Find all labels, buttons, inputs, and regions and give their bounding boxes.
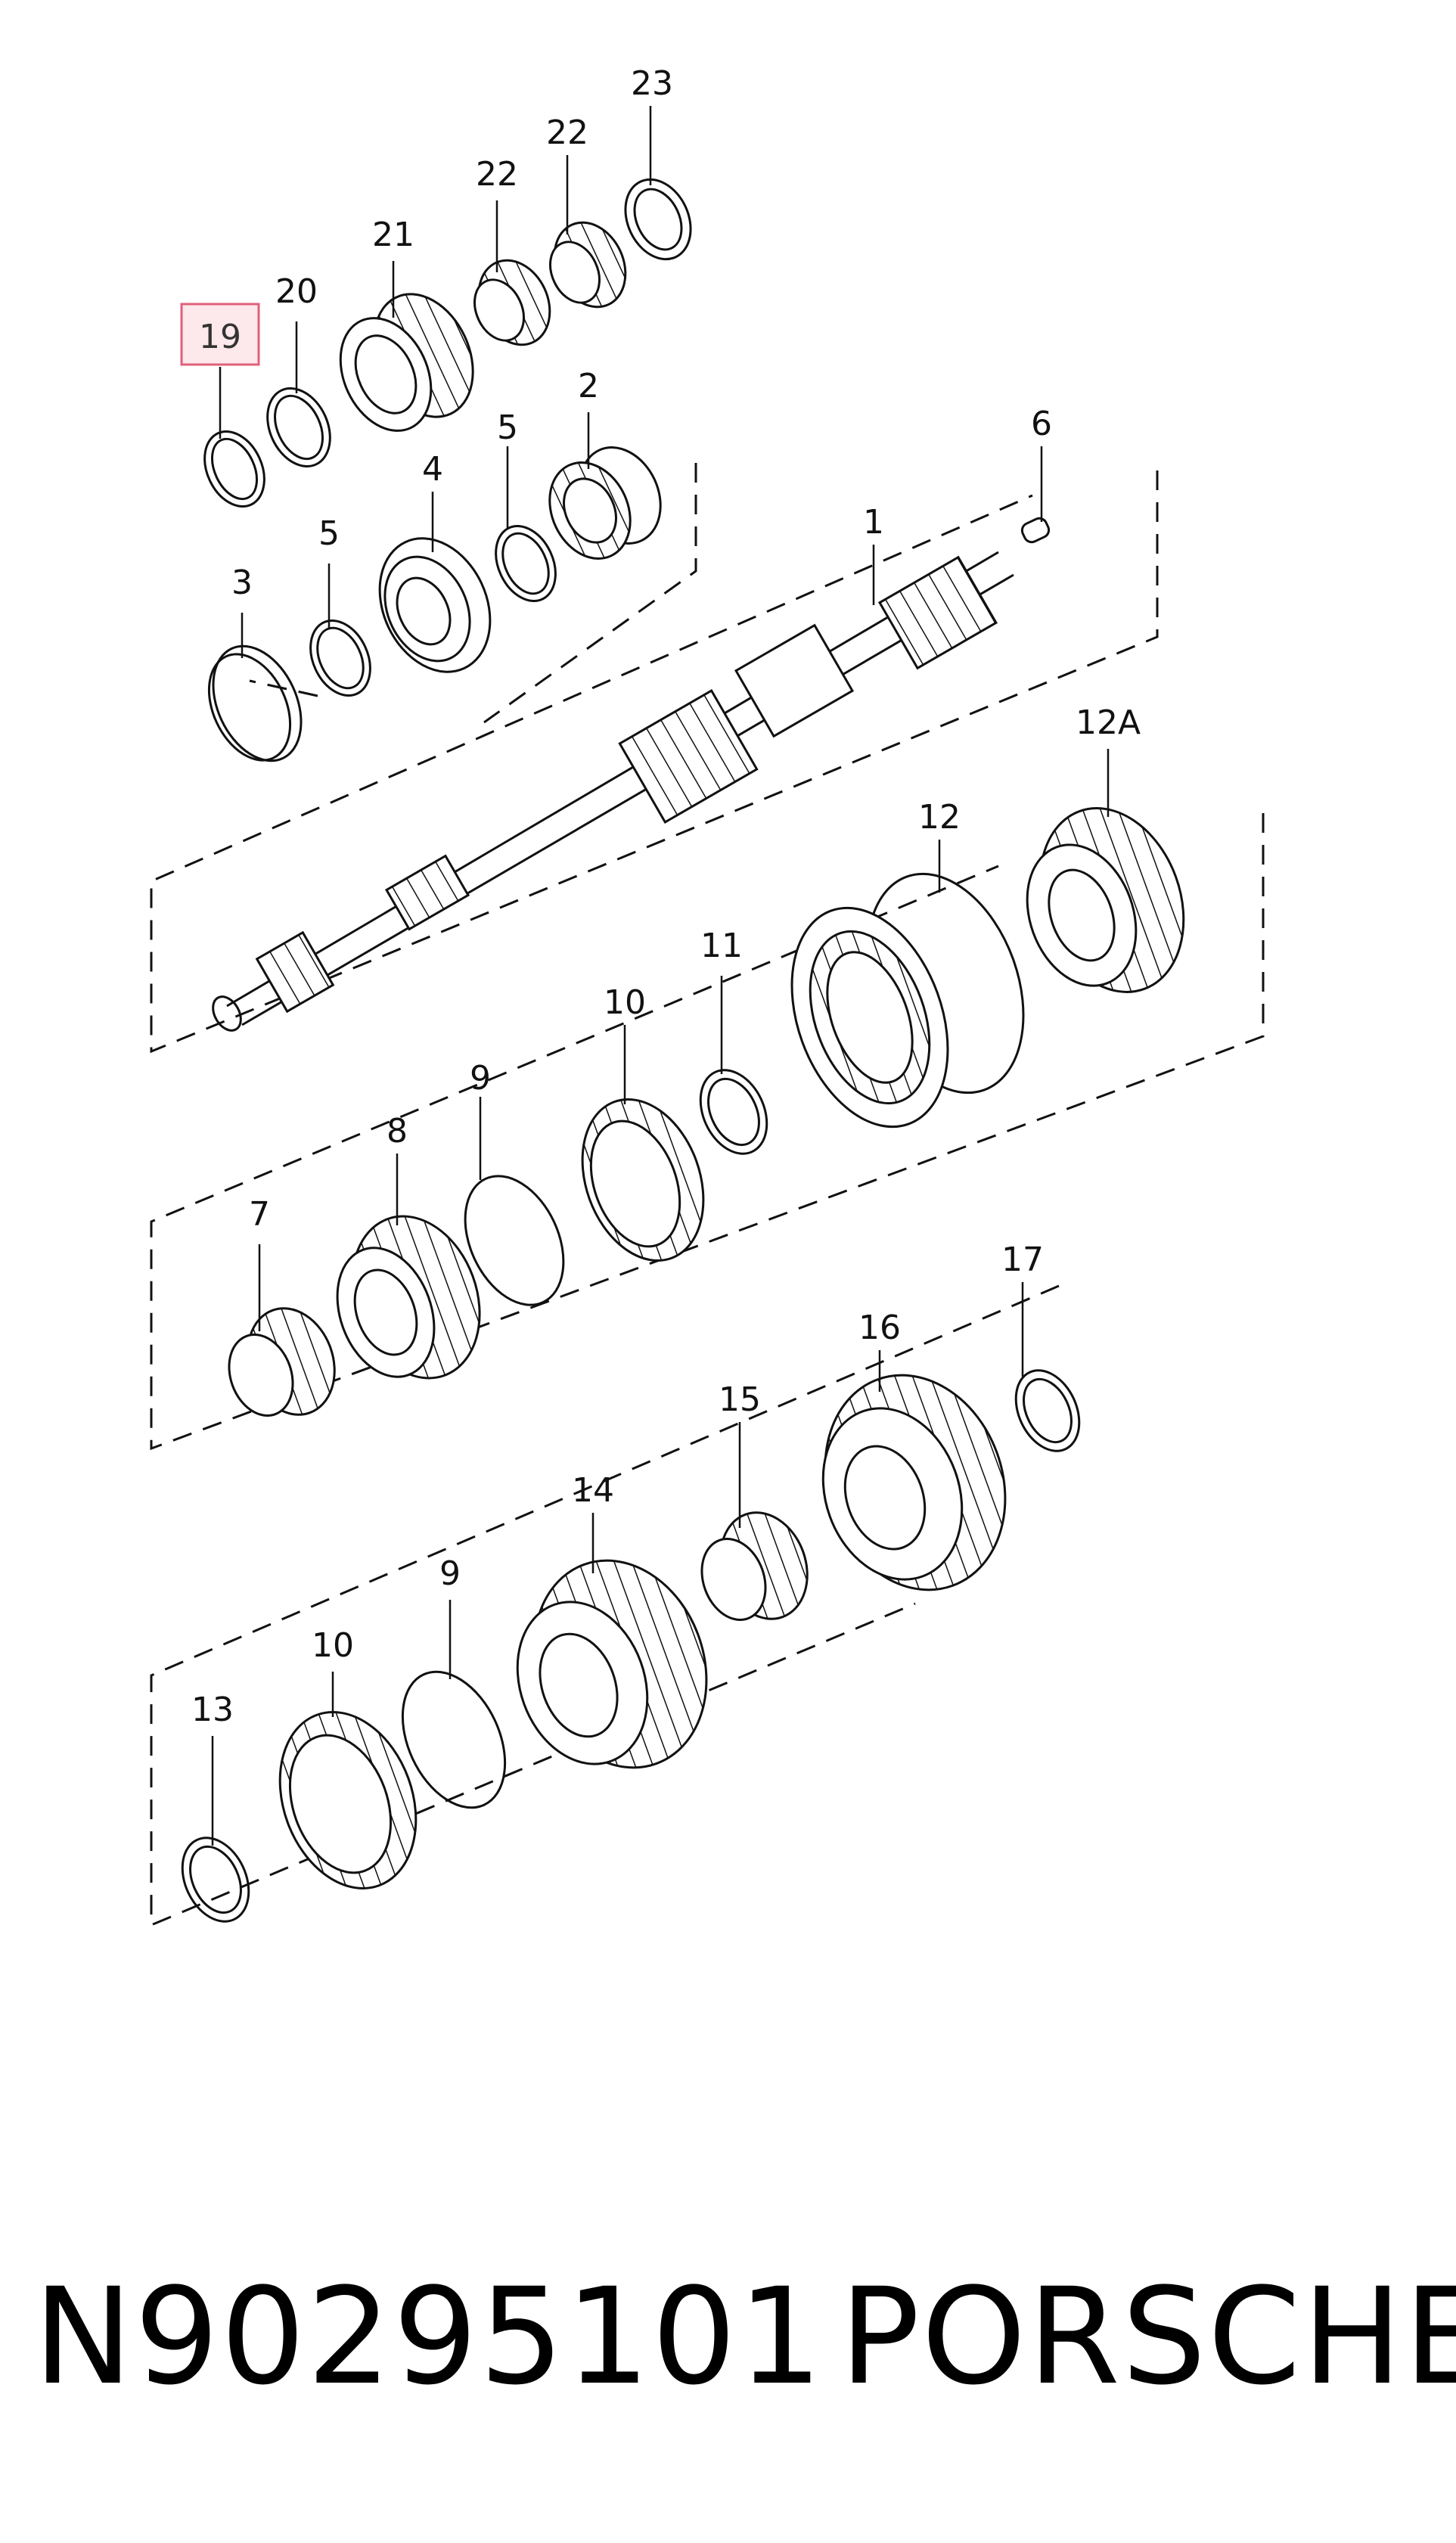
part-number: N90295101 xyxy=(33,2259,824,2414)
part-20-shim xyxy=(266,387,331,468)
callout-12[interactable]: 12 xyxy=(918,798,961,837)
callout-5a[interactable]: 5 xyxy=(497,408,518,447)
part-5-circlip-a xyxy=(495,524,557,603)
callout-10a[interactable]: 10 xyxy=(604,983,646,1022)
part-22-needle-bearing-a xyxy=(473,259,551,346)
part-9-spring-b xyxy=(401,1670,507,1809)
callout-15[interactable]: 15 xyxy=(719,1380,761,1419)
callout-13[interactable]: 13 xyxy=(191,1691,234,1729)
part-1-main-shaft xyxy=(212,551,1014,1032)
callout-7[interactable]: 7 xyxy=(249,1195,270,1234)
leader-lines xyxy=(211,106,1110,1846)
part-10-synchro-ring-b xyxy=(278,1711,418,1889)
callout-5b[interactable]: 5 xyxy=(318,514,340,553)
highlight-box xyxy=(180,303,260,366)
part-3-cap xyxy=(207,644,303,762)
part-21-pinion-gear xyxy=(339,293,474,432)
callout-3[interactable]: 3 xyxy=(231,564,253,602)
part-6-dowel-pin xyxy=(1020,517,1051,544)
callout-20[interactable]: 20 xyxy=(275,272,318,311)
exploded-parts-diagram: 19 20 21 22 22 23 2 5 4 5 3 6 1 12A 12 1… xyxy=(150,64,1265,1927)
callout-17[interactable]: 17 xyxy=(1001,1240,1044,1279)
callout-9a[interactable]: 9 xyxy=(470,1059,491,1098)
callout-21[interactable]: 21 xyxy=(372,216,414,254)
part-23-washer xyxy=(624,178,692,261)
group-outline-upper xyxy=(150,463,1265,1927)
part-5-circlip-b xyxy=(309,619,371,697)
callout-11[interactable]: 11 xyxy=(700,927,743,965)
part-16-gear xyxy=(821,1374,1007,1591)
part-22-needle-bearing-b xyxy=(549,221,627,309)
part-17-circlip xyxy=(1014,1369,1081,1452)
part-7-needle-bearing xyxy=(228,1307,336,1417)
part-12a-synchro-hub xyxy=(1026,807,1185,993)
callout-22b[interactable]: 22 xyxy=(546,113,588,152)
callout-2[interactable]: 2 xyxy=(578,367,599,405)
part-12-sliding-sleeve xyxy=(790,872,1025,1129)
callout-14[interactable]: 14 xyxy=(572,1471,614,1510)
callout-1[interactable]: 1 xyxy=(863,503,884,542)
callout-8[interactable]: 8 xyxy=(387,1112,408,1150)
part-19-snap-ring xyxy=(203,430,265,508)
callout-23[interactable]: 23 xyxy=(631,64,673,103)
brand-name: PORSCHE xyxy=(840,2259,1456,2414)
footer-caption: N90295101 PORSCHE xyxy=(0,2239,1456,2436)
callout-12a[interactable]: 12A xyxy=(1076,703,1141,742)
part-11-circlip xyxy=(699,1069,768,1155)
part-9-spring-a xyxy=(464,1175,565,1306)
callout-6[interactable]: 6 xyxy=(1031,405,1052,443)
part-8-gear xyxy=(336,1215,481,1380)
callout-labels: 19 20 21 22 22 23 2 5 4 5 3 6 1 12A 12 1… xyxy=(191,64,1141,1729)
part-4-ball-bearing xyxy=(378,537,492,673)
callout-9b[interactable]: 9 xyxy=(439,1554,461,1593)
part-15-needle-bearing xyxy=(700,1511,809,1621)
callout-16[interactable]: 16 xyxy=(858,1309,901,1347)
callout-22a[interactable]: 22 xyxy=(476,155,518,194)
callout-4[interactable]: 4 xyxy=(422,450,443,489)
callout-19[interactable]: 19 xyxy=(199,318,241,356)
part-14-gear xyxy=(516,1559,708,1769)
callout-10b[interactable]: 10 xyxy=(312,1626,354,1665)
part-2-roller-bearing xyxy=(548,446,662,560)
part-13-circlip xyxy=(181,1837,250,1923)
part-10-synchro-ring-a xyxy=(581,1098,705,1262)
